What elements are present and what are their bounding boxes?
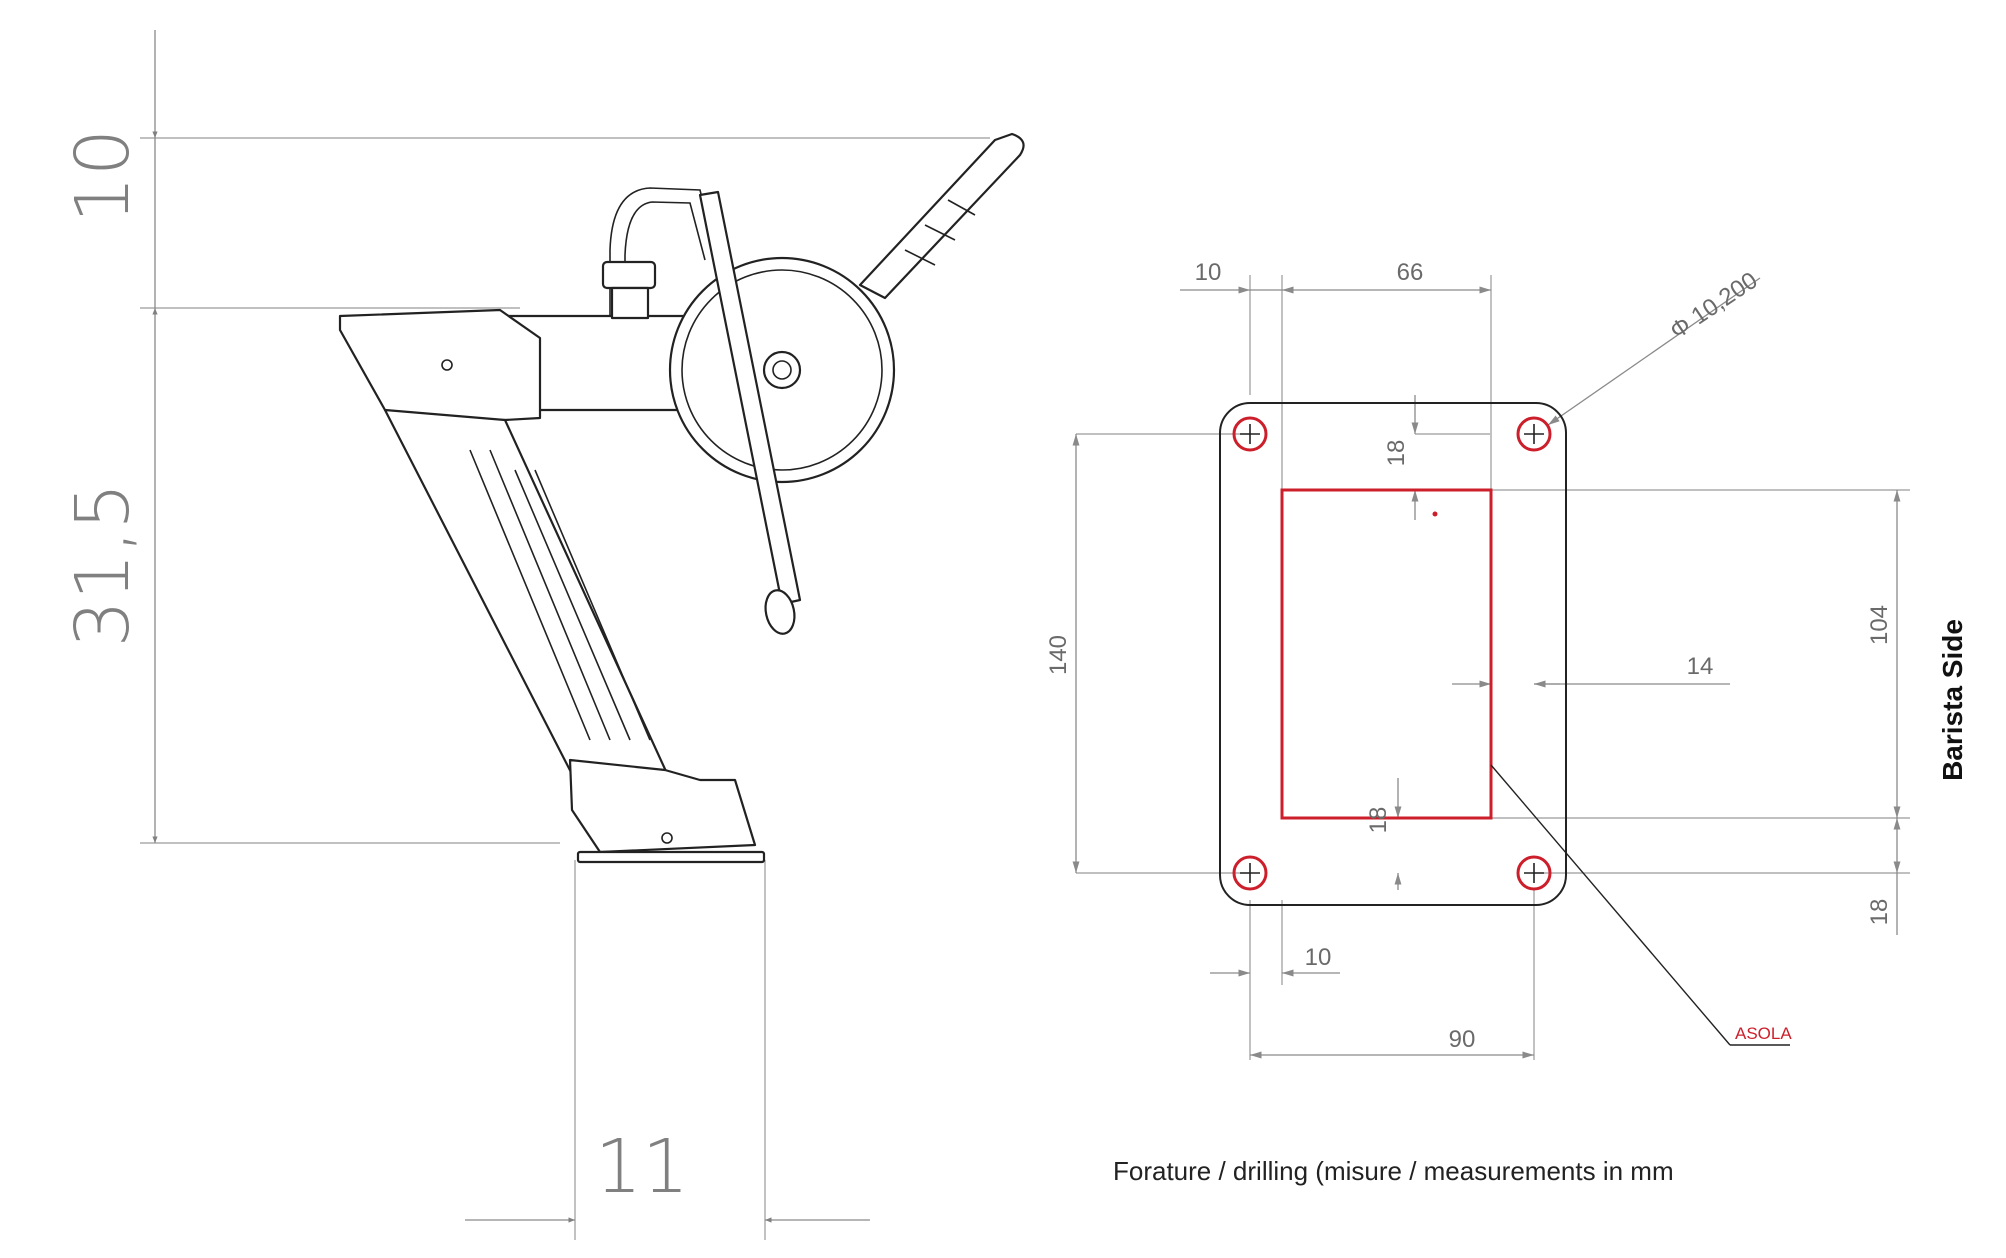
bracket-body [383,408,672,782]
dim-label-hole-spacing-horizontal: 90 [1449,1026,1476,1053]
gauge-hub-center [772,360,792,380]
lever-handle [858,132,1025,300]
lever-grip-lines [904,199,976,266]
bracket-top [338,308,542,422]
mounting-plate [1219,402,1567,906]
dim-label-top: 10 [60,129,146,223]
leader-slot [1490,764,1731,1046]
hole-bottom-left [1232,855,1268,891]
gauge-hub [762,350,802,390]
dim-label-slot-bottom: 18 [1365,807,1392,834]
pipe-collar [610,286,650,320]
hole-top-right [1516,416,1552,452]
hole-top-left [1232,416,1268,452]
plate-view: 10 66 Φ 10,200 18 140 104 14 18 18 10 90… [1045,259,1968,1186]
dim-label-slot-width: 66 [1397,259,1424,286]
dim-label-slot-height: 104 [1866,605,1893,645]
slot-label: ASOLA [1735,1024,1792,1043]
pipe-nut [601,260,657,290]
drilling-caption: Forature / drilling (misure / measuremen… [1113,1156,1674,1186]
dim-label-hole-offset-left: 10 [1305,944,1332,971]
dim-label-slot-offset-right: 14 [1687,653,1714,680]
bracket-foot [568,758,757,854]
dim-label-base: 11 [595,1124,689,1210]
side-view: 10 31,5 11 [60,30,1025,1240]
rod [698,190,802,606]
dim-label-hole-offset-bottom: 18 [1866,899,1893,926]
dim-label-slot-top: 18 [1383,440,1410,467]
bracket-hole-top [441,359,453,371]
bracket-slots [469,449,651,741]
leader-diameter [1547,277,1761,426]
dim-label-hole-offset-top: 10 [1195,259,1222,286]
mount-arm-drawing [338,132,1025,864]
barista-side-label: Barista Side [1937,619,1968,781]
dim-label-height: 31,5 [60,483,146,648]
hole-bottom-right [1516,855,1552,891]
gauge-disk-inner [681,269,883,471]
dim-label-hole-spacing-vertical: 140 [1045,635,1072,675]
slot-dot [1432,511,1438,517]
pipe [609,187,721,316]
bracket-hole-bottom [661,832,673,844]
slot-outline [1280,488,1493,820]
pipe-inner [624,201,706,316]
rod-tip [764,589,796,635]
dim-label-hole-diameter: Φ 10,200 [1665,267,1762,345]
base-plate [576,850,766,864]
